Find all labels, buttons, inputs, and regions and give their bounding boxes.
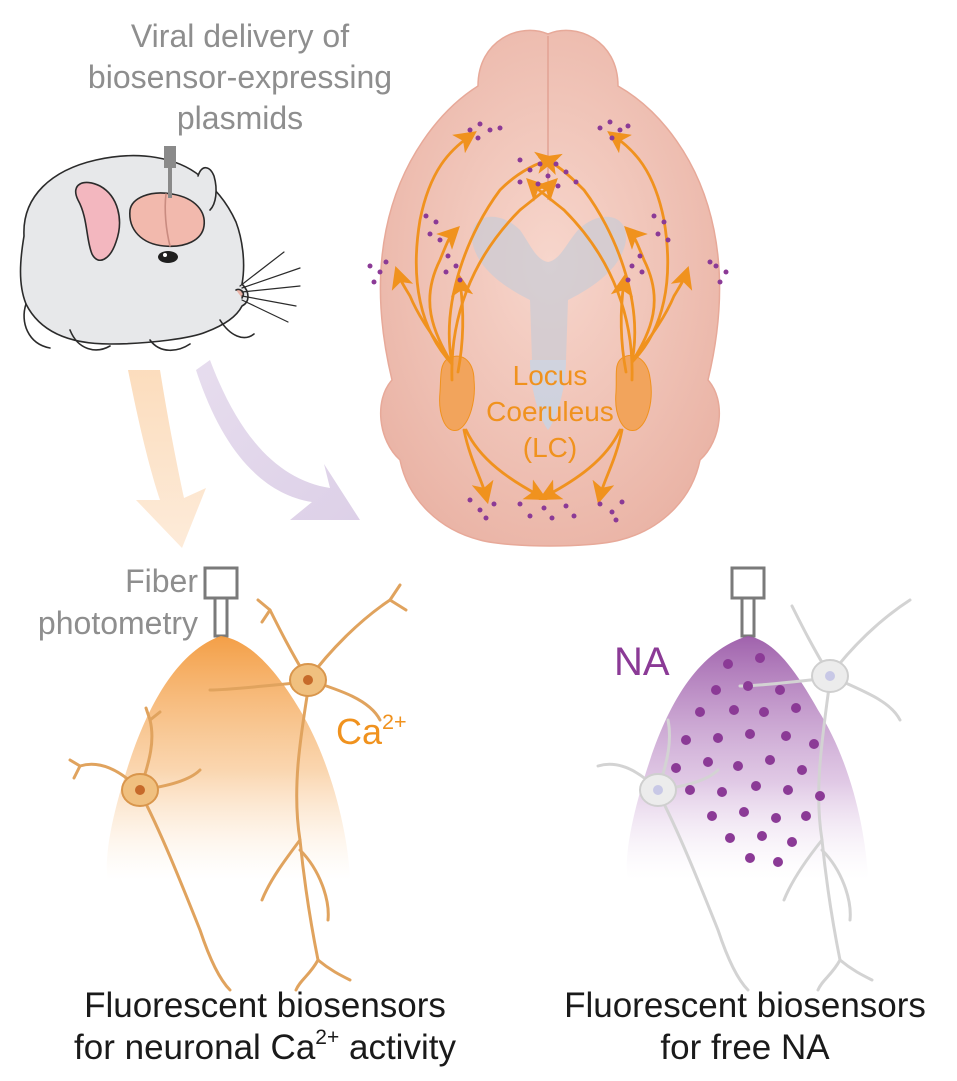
injection-needle-icon (164, 146, 176, 198)
locus-coeruleus-left (439, 355, 475, 431)
brain-na-dots (367, 119, 729, 523)
ca-symbol: Ca (336, 711, 383, 752)
caption-left-charge: 2+ (315, 1026, 340, 1050)
caption-left-prefix: for neuronal Ca (74, 1028, 316, 1067)
locus-coeruleus-right (615, 355, 652, 431)
na-dots (671, 653, 825, 867)
caption-right: Fluorescent biosensors for free NA (530, 985, 957, 1069)
neuron-soma-orange (121, 663, 327, 807)
locus-coeruleus-line-1: Locus (512, 360, 588, 391)
locus-coeruleus-label: Locus Coeruleus (LC) (440, 358, 660, 466)
delivery-arrow-purple (196, 360, 360, 520)
viral-delivery-label: Viral delivery of biosensor-expressing p… (60, 16, 420, 139)
neuron-icon-gray (596, 598, 912, 992)
caption-right-line-1: Fluorescent biosensors (564, 986, 926, 1025)
viral-delivery-line-1: Viral delivery of (130, 18, 350, 54)
caption-right-line-2: for free NA (660, 1028, 830, 1067)
mouse-illustration (19, 154, 301, 352)
fiber-probe-left (203, 566, 239, 638)
caption-left: Fluorescent biosensors for neuronal Ca2+… (20, 985, 510, 1074)
fiber-photometry-line-2: photometry (37, 605, 198, 641)
caption-left-line-1: Fluorescent biosensors (84, 986, 446, 1025)
fiber-photometry-line-1: Fiber (125, 563, 198, 599)
delivery-arrow-orange (128, 370, 206, 548)
viral-delivery-line-2: biosensor-expressing (87, 59, 393, 95)
na-label: NA (614, 640, 670, 684)
ca-fluorescence-cone (106, 636, 350, 880)
caption-left-line-2: for neuronal Ca2+ activity (20, 1026, 510, 1074)
viral-delivery-line-3: plasmids (176, 100, 304, 136)
fiber-probe-right (730, 566, 766, 638)
neuron-icon-orange (68, 583, 408, 992)
locus-coeruleus-line-2: Coeruleus (486, 396, 614, 427)
fiber-photometry-label: Fiber photometry (0, 560, 198, 644)
ca-charge: 2+ (382, 708, 407, 734)
neuron-soma-gray (639, 659, 849, 807)
lc-projections (391, 131, 693, 505)
caption-left-suffix: activity (339, 1028, 456, 1067)
locus-coeruleus-line-3: (LC) (522, 432, 578, 463)
ca-ion-label: Ca2+ (336, 708, 407, 757)
